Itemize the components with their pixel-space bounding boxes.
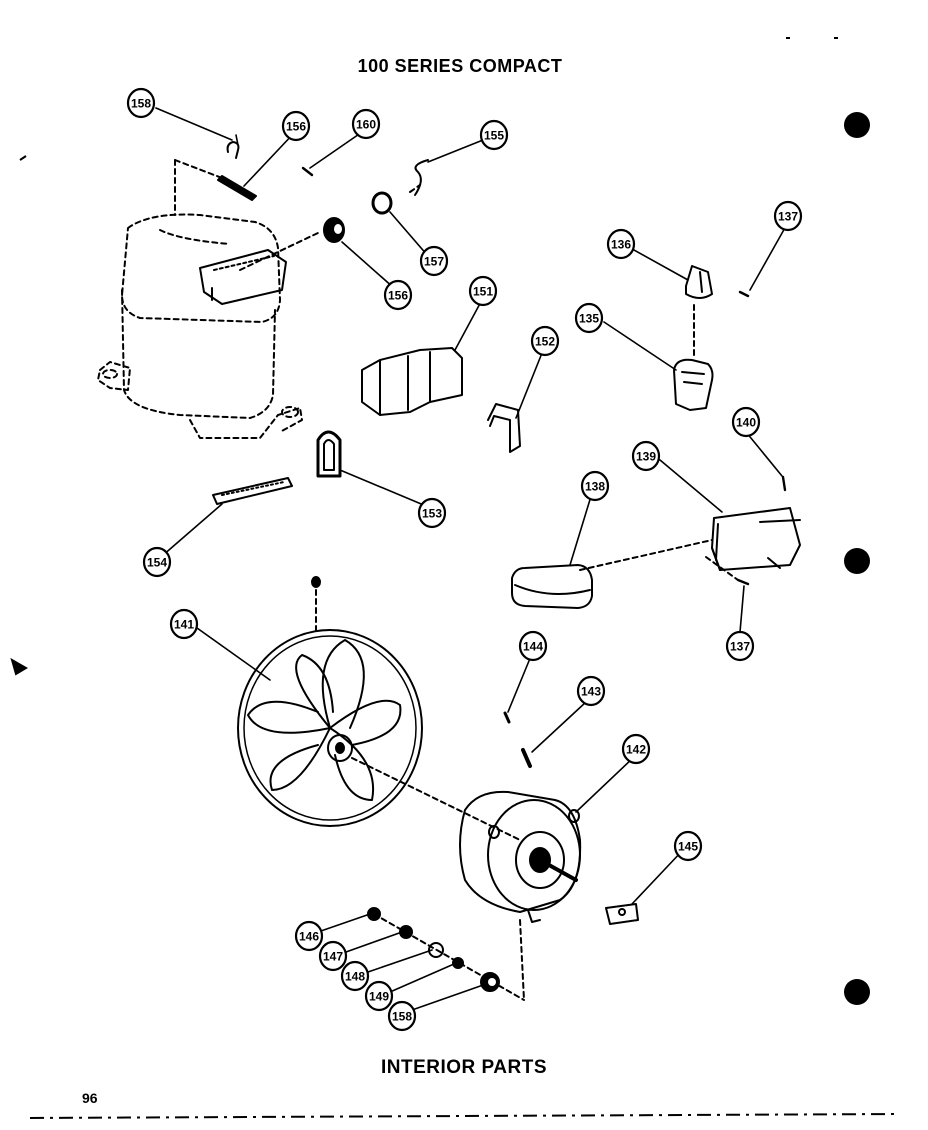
compressor-outline [97, 159, 421, 439]
callout-circle-149 [364, 980, 394, 1012]
callout-label-158: 158 [131, 97, 151, 111]
callout-label-160: 160 [356, 118, 376, 132]
callout-label-152: 152 [535, 335, 555, 349]
capacitor-bracket-part [685, 265, 713, 299]
callout-circle-141 [169, 608, 199, 640]
callout-circle-140 [731, 406, 761, 438]
capacitor-housing-part [711, 507, 801, 571]
callout-circle-154 [142, 546, 172, 578]
leader-dashed-mount [519, 919, 525, 1001]
ring-part [371, 191, 393, 215]
callout-label-158: 158 [392, 1010, 412, 1024]
insulation-strip-part [212, 477, 293, 505]
callout-circle-144 [518, 630, 548, 662]
start-capacitor-part [673, 358, 714, 411]
callout-circle-156 [383, 279, 413, 311]
callout-circle-153 [417, 497, 447, 529]
callout-label-146: 146 [299, 930, 319, 944]
grommet-part [323, 217, 345, 243]
terminal-box [199, 249, 287, 305]
callout-circle-158 [126, 87, 156, 119]
motor-pin-part-143 [521, 748, 532, 768]
callout-label-157: 157 [424, 255, 444, 269]
diagram-footer-title: INTERIOR PARTS [380, 1057, 548, 1078]
cover-clip-part [487, 403, 521, 453]
callout-label-155: 155 [484, 129, 504, 143]
callout-circle-148 [340, 960, 370, 992]
callout-circle-138 [580, 470, 610, 502]
screw-part-137-bottom [736, 578, 750, 586]
callout-label-139: 139 [636, 450, 656, 464]
callout-label-156: 156 [388, 289, 408, 303]
binder-holes [844, 112, 870, 1005]
callout-circle-142 [621, 733, 651, 765]
callout-label-149: 149 [369, 990, 389, 1004]
callout-circle-145 [673, 830, 703, 862]
callout-circle-136 [606, 228, 636, 260]
callout-label-151: 151 [473, 285, 493, 299]
fan-top-nut [311, 576, 321, 588]
callout-circle-155 [479, 119, 509, 151]
callout-label-135: 135 [579, 312, 599, 326]
callout-label-148: 148 [345, 970, 365, 984]
callout-label-140: 140 [736, 416, 756, 430]
callout-label-137: 137 [778, 210, 798, 224]
screw-part-137-top [738, 290, 750, 298]
screw-part-160 [301, 166, 314, 177]
callout-label-154: 154 [147, 556, 167, 570]
hook-clip-part [226, 134, 240, 159]
callout-circle-146 [294, 920, 324, 952]
callout-circle-137 [725, 630, 755, 662]
motor-plate-part [605, 903, 639, 925]
terminal-cover-part [361, 347, 463, 416]
callout-circle-152 [530, 325, 560, 357]
callout-circle-151 [468, 275, 498, 307]
callout-circle-135 [574, 302, 604, 334]
callout-label-136: 136 [611, 238, 631, 252]
leader-lines [155, 107, 787, 1011]
callout-label-145: 145 [678, 840, 698, 854]
terminal-pin-part [217, 175, 257, 201]
leader-dashed-washers [373, 913, 525, 1001]
callout-label-142: 142 [626, 743, 646, 757]
callout-label-143: 143 [581, 685, 601, 699]
callout-circle-158 [387, 1000, 417, 1032]
callout-label-141: 141 [174, 618, 194, 632]
diagram-title: 100 SERIES COMPACT [357, 56, 563, 76]
callout-label-137: 137 [730, 640, 750, 654]
callout-circle-157 [419, 245, 449, 277]
leader-dashed-138-139 [579, 539, 713, 571]
callout-circle-137 [773, 200, 803, 232]
fan-motor-part [459, 790, 582, 923]
callout-circle-143 [576, 675, 606, 707]
run-capacitor-part [511, 564, 593, 609]
callout-label-156: 156 [286, 120, 306, 134]
wire-part [414, 159, 429, 196]
callout-circle-139 [631, 440, 661, 472]
callout-circle-160 [351, 108, 381, 140]
callout-label-153: 153 [422, 507, 442, 521]
callout-label-138: 138 [585, 480, 605, 494]
mount-hardware-parts [367, 907, 500, 992]
page-edge-marks [10, 37, 901, 1119]
callout-circle-147 [318, 940, 348, 972]
leader-dashed-139-137 [705, 556, 739, 581]
callout-circle-156 [281, 110, 311, 142]
gasket-part [316, 430, 342, 478]
fan-blade-part [237, 629, 423, 827]
screw-part-140 [781, 475, 787, 492]
callout-circles [126, 87, 803, 1032]
callout-label-144: 144 [523, 640, 543, 654]
page-number: 96 [82, 1090, 98, 1106]
motor-screw-part-144 [503, 711, 511, 724]
callout-label-147: 147 [323, 950, 343, 964]
callout-labels: 158 156 160 155 157 156 137 136 151 135 152 140 153 1… [131, 97, 798, 1024]
